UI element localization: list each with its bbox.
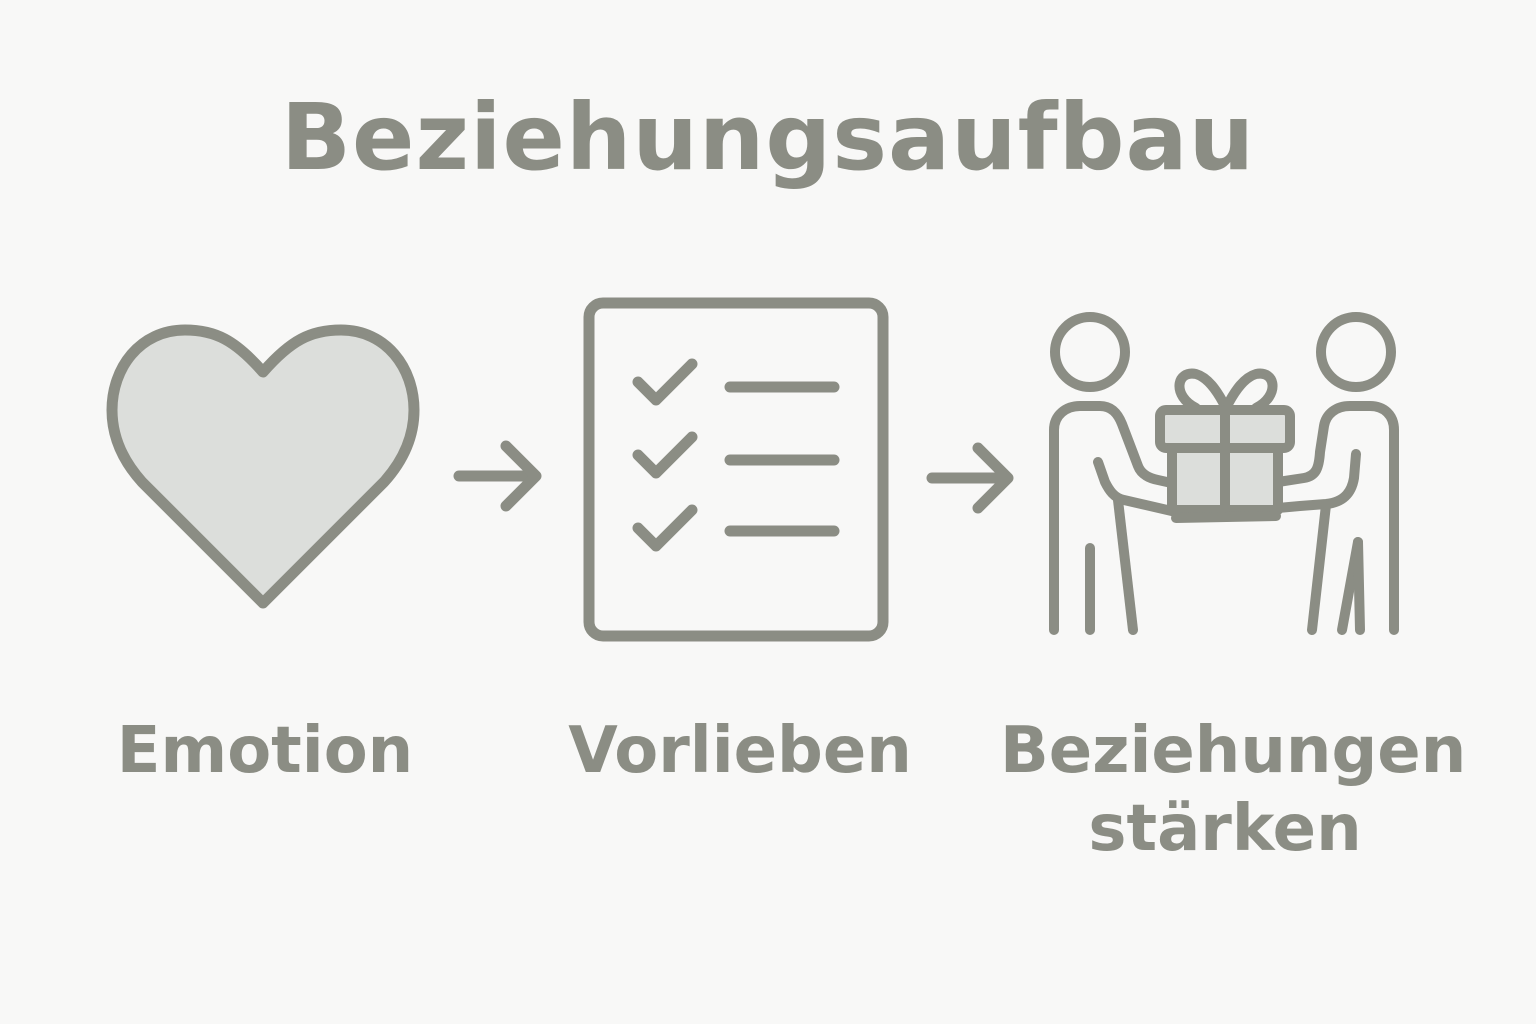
step-label-beziehungen-staerken: Beziehungen stärken <box>1000 714 1467 867</box>
step-label-vorlieben: Vorlieben <box>568 714 912 788</box>
checklist-icon <box>583 297 889 642</box>
arrow-right-icon <box>926 442 1014 514</box>
person-right-icon <box>1262 312 1399 635</box>
check-mark-icon <box>632 504 698 552</box>
arrow-right-icon <box>453 440 542 512</box>
check-mark-icon <box>632 431 698 479</box>
gift-exchange-icon <box>1049 312 1399 635</box>
gift-box-icon <box>1155 368 1295 523</box>
diagram-title: Beziehungsaufbau <box>280 84 1256 191</box>
person-left-icon <box>1049 312 1208 635</box>
heart-icon <box>106 324 420 609</box>
check-mark-icon <box>632 358 698 406</box>
step-label-emotion: Emotion <box>116 714 414 788</box>
